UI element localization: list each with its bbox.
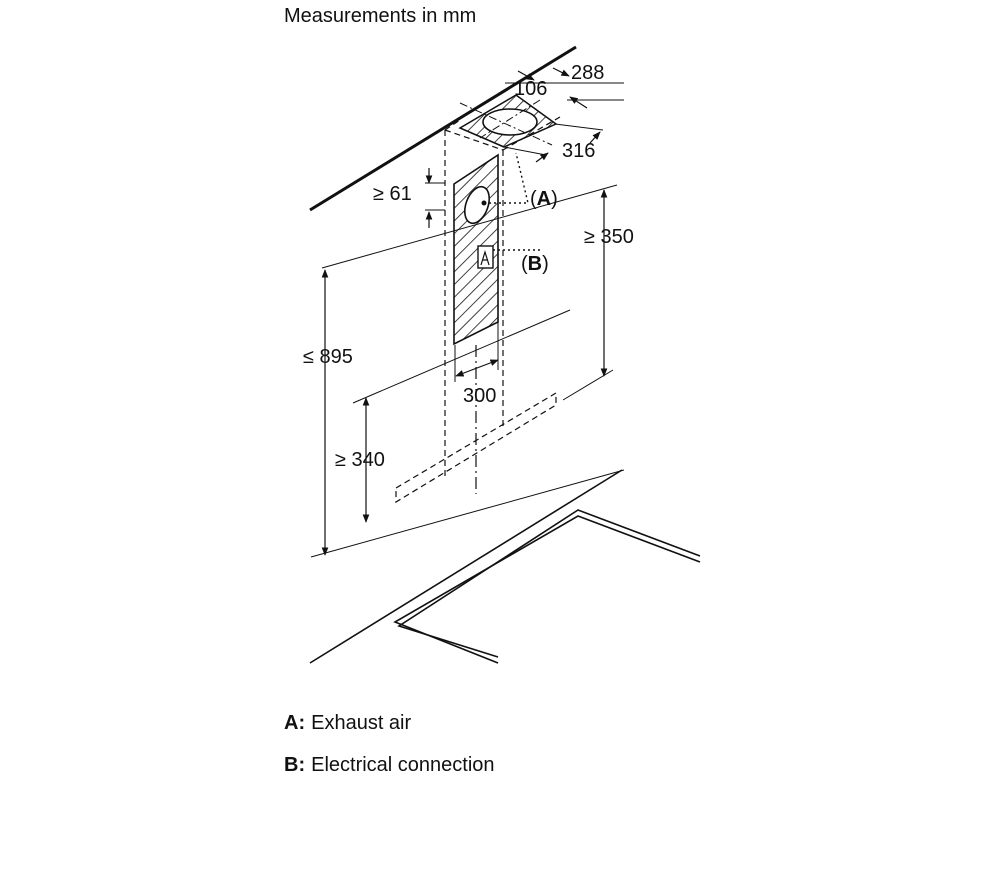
- dim-316: 316: [562, 140, 595, 162]
- callout-b: (B): [521, 253, 549, 275]
- dim-350: ≥ 350: [584, 226, 634, 248]
- callout-a: (A): [530, 188, 558, 210]
- legend-key-b: B:: [284, 754, 306, 776]
- legend-text-a: Exhaust air: [311, 712, 412, 734]
- dim-340: ≥ 340: [335, 449, 385, 471]
- extension-lines: [310, 82, 625, 558]
- dim-106: 106: [514, 78, 547, 100]
- dim-895: ≤ 895: [303, 346, 353, 368]
- dim-288: 288: [571, 62, 604, 84]
- legend-item-a: A:Exhaust air: [284, 711, 411, 735]
- dim-61: ≥ 61: [373, 183, 412, 205]
- dimension-arrows: [321, 67, 608, 556]
- ceiling-cutout: [458, 94, 558, 148]
- wall-installation-zone: [453, 153, 499, 346]
- legend-key-a: A:: [284, 712, 306, 734]
- dim-300: 300: [463, 385, 496, 407]
- legend-text-b: Electrical connection: [311, 754, 495, 776]
- cooktop: [309, 469, 701, 664]
- measurements-title: Measurements in mm: [284, 5, 476, 27]
- legend-item-b: B:Electrical connection: [284, 753, 495, 777]
- hood-outline: [395, 116, 561, 504]
